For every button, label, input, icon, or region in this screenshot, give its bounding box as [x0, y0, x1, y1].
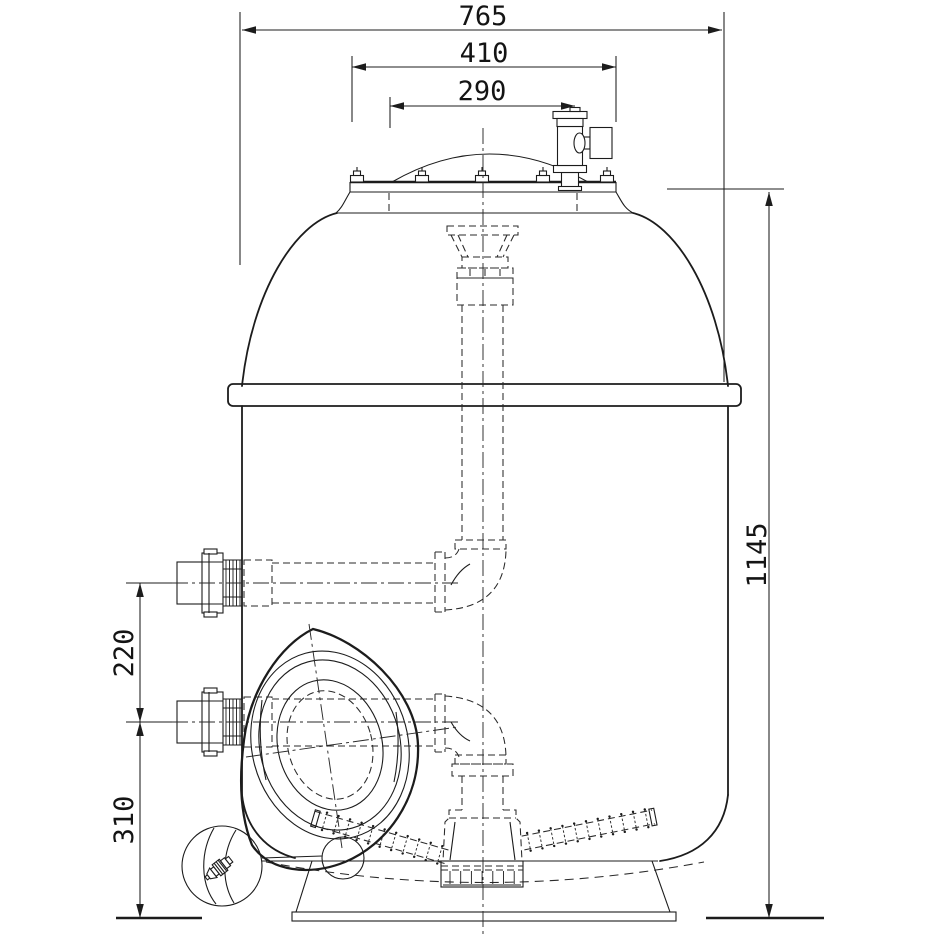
- dimensions: 765 410 290 1145: [109, 1, 824, 920]
- upper-elbow: [434, 539, 507, 613]
- bolt-icon: [474, 167, 490, 183]
- lateral-right: [521, 807, 658, 852]
- internal-piping: [243, 225, 658, 888]
- dimension-310: 310: [109, 722, 202, 920]
- base-plate: [291, 911, 677, 922]
- bolt-icon: [535, 167, 551, 183]
- tank-band: [227, 383, 742, 407]
- dimension-1145: 1145: [667, 188, 824, 920]
- air-relief-valve: [552, 106, 613, 192]
- hub-strainer: [440, 809, 524, 888]
- side-access-boss: [239, 623, 459, 872]
- flange-bolts: [349, 167, 615, 183]
- lower-elbow: [434, 693, 514, 810]
- dimension-765: 765: [239, 1, 725, 382]
- diffuser: [446, 225, 519, 306]
- drain-boss-circle: [321, 836, 365, 880]
- dim-220-label: 220: [109, 629, 140, 678]
- centerlines: [172, 128, 484, 936]
- dim-410-label: 410: [460, 38, 509, 69]
- dimension-220: 220: [109, 582, 172, 723]
- drain-detail: [181, 825, 365, 907]
- dimension-410: 410: [351, 38, 617, 122]
- boss-axis-horizontal: [245, 726, 459, 758]
- base-stand: [291, 860, 677, 922]
- valve-knob: [589, 126, 613, 160]
- bolt-icon: [599, 167, 615, 183]
- dimension-290: 290: [389, 76, 575, 128]
- dim-765-label: 765: [459, 1, 508, 32]
- boss-axis-vertical: [308, 623, 343, 849]
- detail-leader-line: [261, 855, 323, 859]
- drain-valve-icon: [204, 855, 234, 881]
- lateral-left: [309, 809, 449, 865]
- upper-pipe: [243, 559, 437, 607]
- tank-body: [227, 191, 742, 884]
- bolt-icon: [349, 167, 365, 183]
- dim-290-label: 290: [458, 76, 507, 107]
- detail-circle: [181, 825, 263, 907]
- dished-bottom-hidden-line: [265, 861, 705, 884]
- standpipe: [461, 305, 504, 540]
- dim-310-label: 310: [109, 796, 140, 845]
- dim-1145-label: 1145: [742, 522, 773, 587]
- bolt-icon: [414, 167, 430, 183]
